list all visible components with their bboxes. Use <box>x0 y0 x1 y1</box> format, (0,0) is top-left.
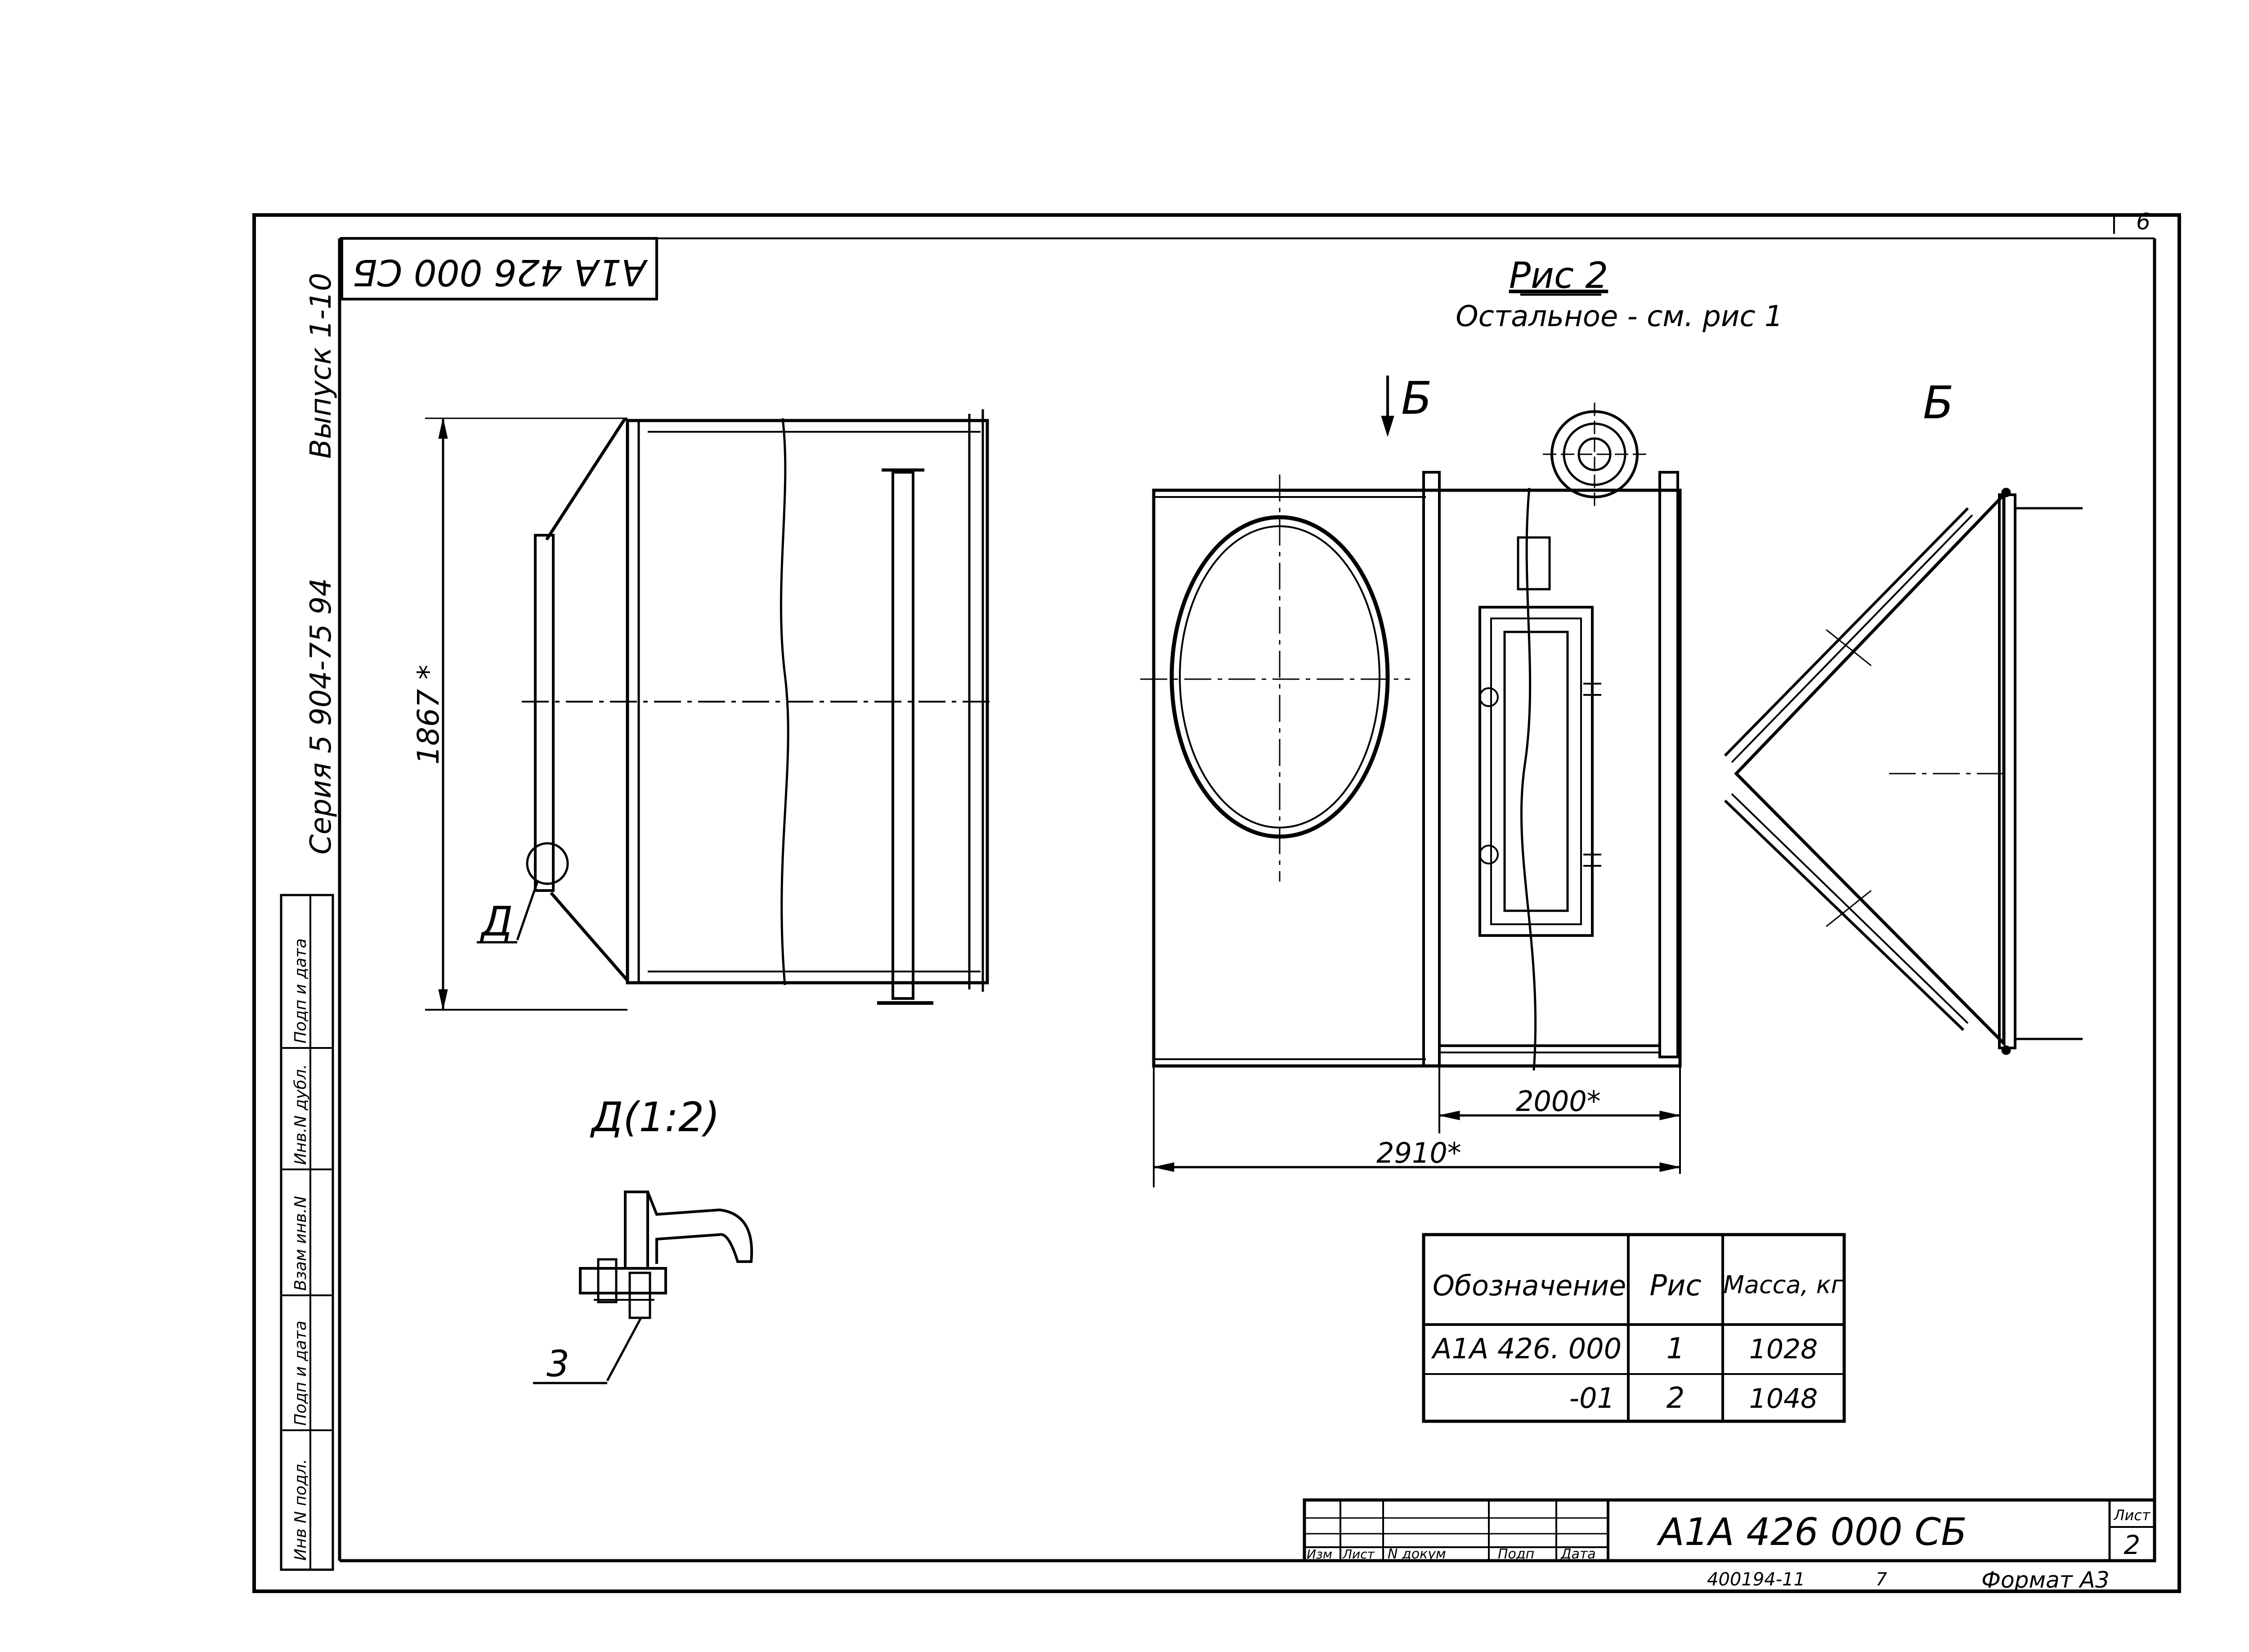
dim-height-1867: 1867 * <box>411 665 446 765</box>
tb-col-ndokum: N докум <box>1388 1546 1446 1562</box>
issue-text: Выпуск 1-10 <box>305 273 338 459</box>
tb-sheet-label: Лист <box>2113 1507 2150 1524</box>
tb-col-izm: Изм <box>1307 1547 1332 1562</box>
fig2-front-view <box>1140 403 1682 1187</box>
view-b-drawing <box>1724 488 2083 1055</box>
side-label-1: Подп и дата <box>291 938 310 1043</box>
series-text: Серия 5 904-75 94 <box>305 578 338 855</box>
spec-row2-designation: -01 <box>1569 1382 1615 1415</box>
top-stamp-box <box>340 237 658 300</box>
position-3: 3 <box>547 1343 569 1385</box>
tb-doc-code: А1А 426 000 СБ <box>1656 1510 1967 1554</box>
tb-col-data: Дата <box>1560 1546 1596 1562</box>
side-label-4: Подп и дата <box>291 1321 310 1426</box>
fig2-title: Рис 2 <box>1509 255 1608 296</box>
outer-frame <box>252 213 2181 1593</box>
footer-format: Формат А3 <box>1981 1567 2110 1593</box>
detail-mark-d: Д <box>479 898 513 945</box>
tb-sheet-num: 2 <box>2124 1530 2141 1560</box>
side-label-5: Инв N подл. <box>291 1459 310 1561</box>
spec-header-mass: Масса, кг <box>1723 1271 1844 1299</box>
dim-width-2910: 2910* <box>1376 1137 1461 1169</box>
fig2-subtitle: Остальное - см. рис 1 <box>1456 300 1783 333</box>
dim-width-2000: 2000* <box>1516 1085 1601 1118</box>
spec-row2-mass: 1048 <box>1749 1383 1818 1415</box>
spec-header-fig: Рис <box>1649 1269 1701 1303</box>
spec-row1-mass: 1028 <box>1749 1334 1818 1365</box>
view-arrow-label: Б <box>1401 372 1432 425</box>
sheet-corner-number: 6 <box>2136 209 2150 235</box>
top-stamp-text: А1А 426 000 СБ <box>353 251 649 293</box>
footer-copy: 7 <box>1876 1569 1887 1590</box>
left-view-drawing <box>425 409 990 1011</box>
side-stamp: Подп и дата Инв.N дубл. Взам инв.N Подп … <box>280 894 334 1571</box>
detail-title: Д(1:2) <box>590 1094 720 1141</box>
tb-col-list: Лист <box>1342 1547 1375 1562</box>
side-label-2: Инв.N дубл. <box>291 1064 310 1165</box>
spec-row1-designation: А1А 426. 000 <box>1431 1332 1622 1365</box>
view-b-label: Б <box>1923 376 1954 429</box>
side-label-3: Взам инв.N <box>291 1196 310 1291</box>
footer-number: 400194-11 <box>1707 1569 1805 1590</box>
detail-d-drawing <box>533 1191 753 1384</box>
view-arrow <box>1381 376 1394 437</box>
spec-header-designation: Обозначение <box>1433 1269 1626 1302</box>
spec-row1-fig: 1 <box>1667 1332 1685 1365</box>
spec-table <box>1422 1233 1846 1423</box>
spec-row2-fig: 2 <box>1667 1382 1685 1415</box>
title-block <box>1303 1498 2156 1562</box>
tb-col-podp: Подп <box>1498 1546 1534 1562</box>
